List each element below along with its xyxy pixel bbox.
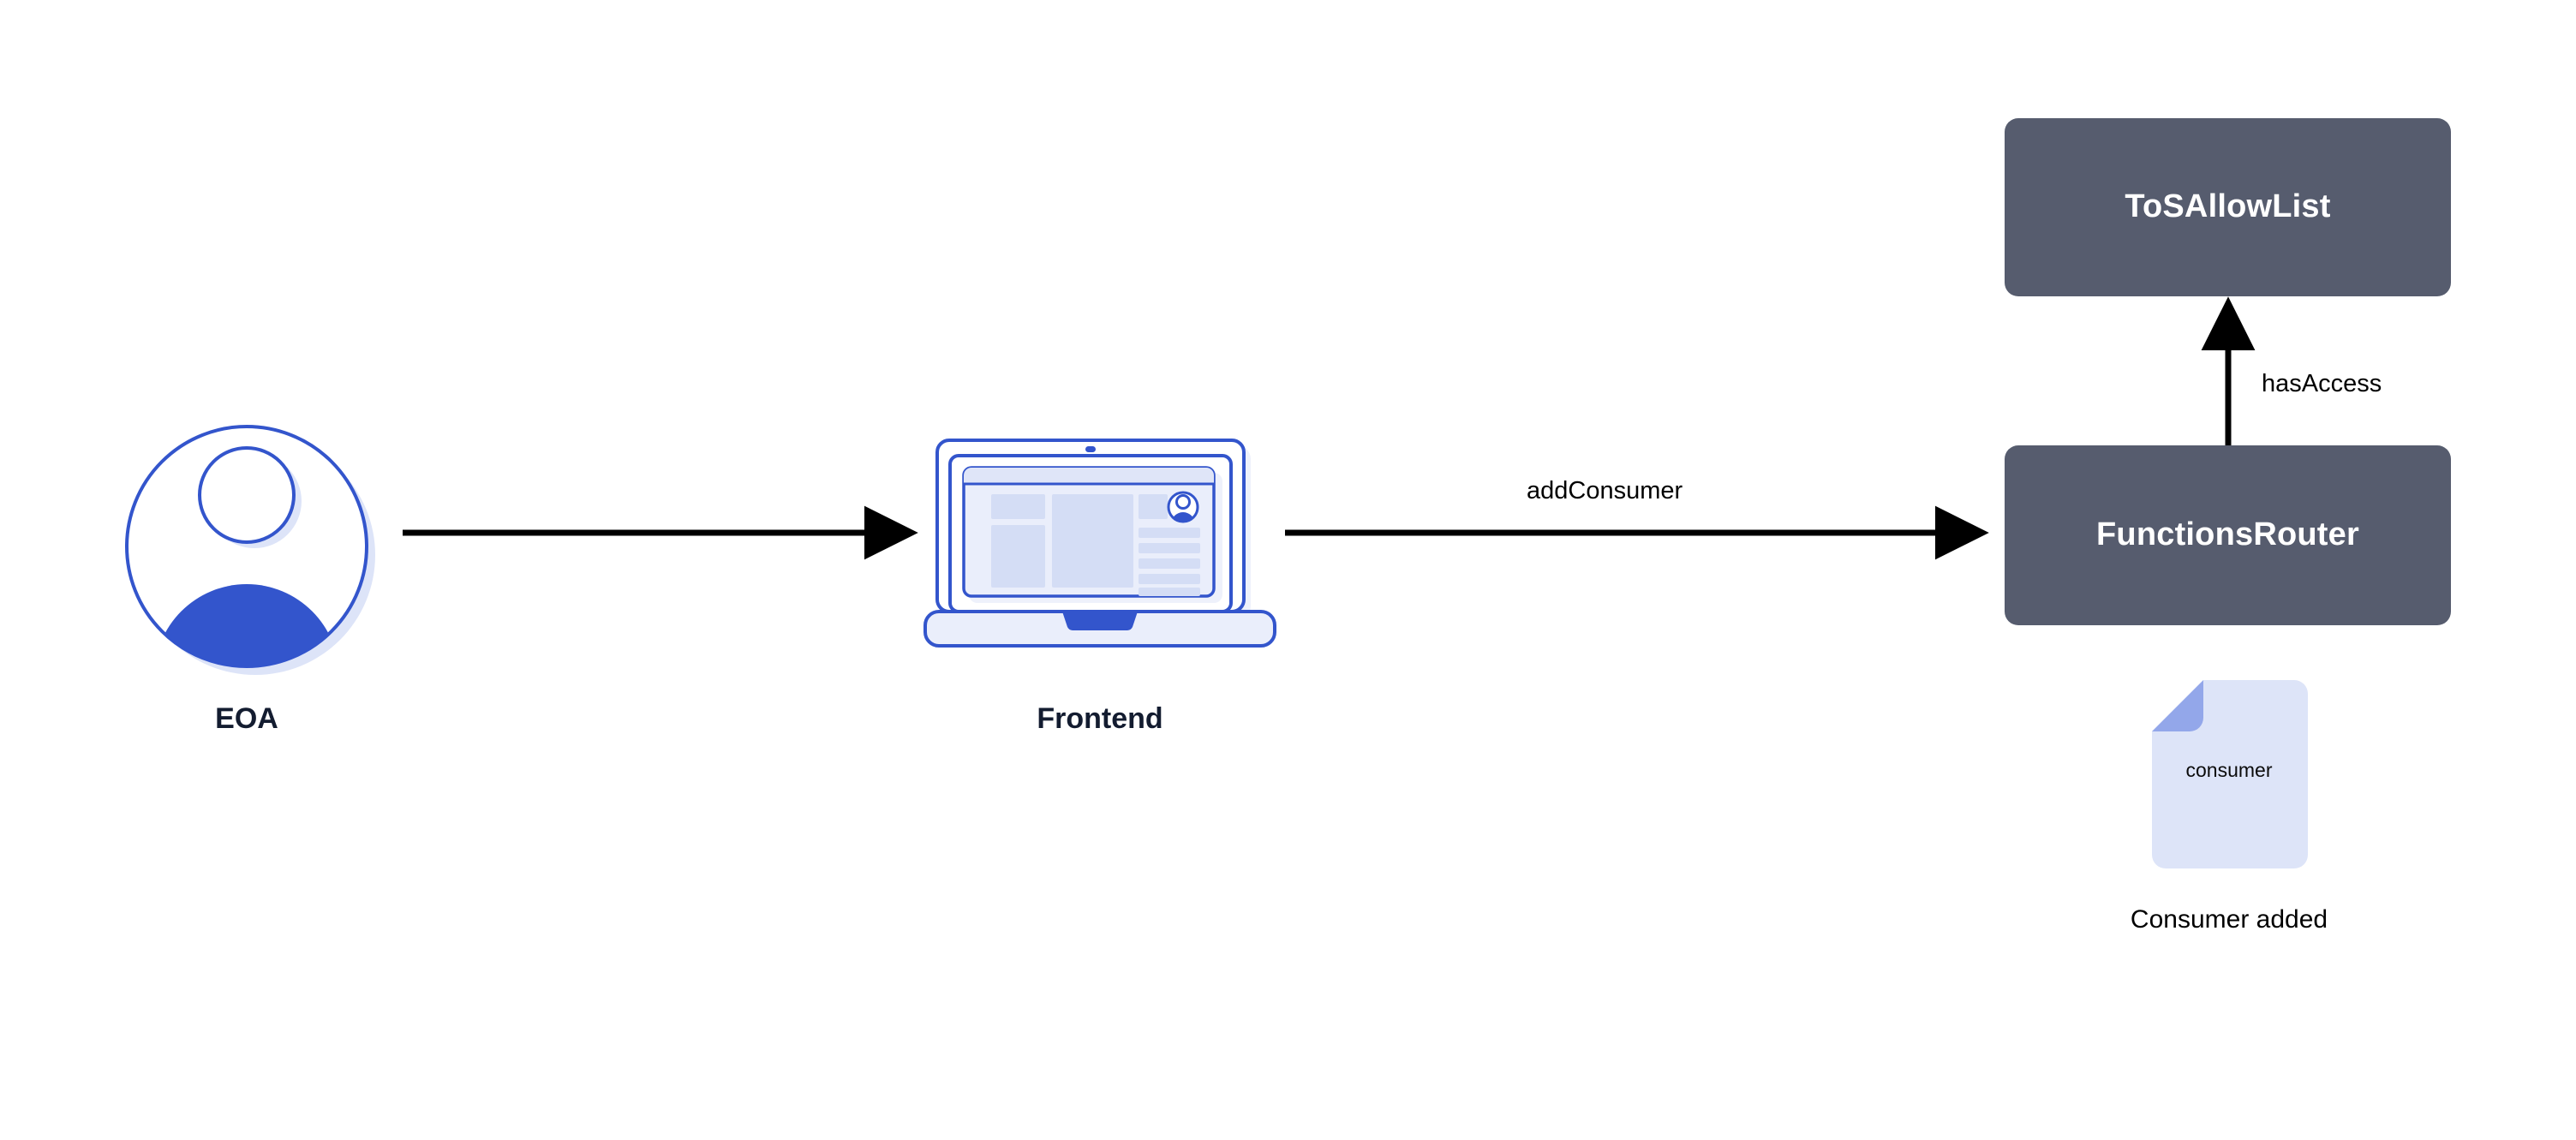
eoa-label: EOA [215,702,278,735]
consumer-doc-label: consumer [2185,759,2273,781]
laptop-icon [923,439,1276,648]
edge-label-has-access: hasAccess [2262,370,2382,397]
edge-label-add-consumer: addConsumer [1527,477,1683,504]
frontend-label: Frontend [1037,702,1163,735]
tos-allow-list-label: ToSAllowList [2125,188,2331,225]
functions-router-node[interactable]: FunctionsRouter [2005,445,2451,625]
user-avatar-icon [125,425,375,675]
functions-router-label: FunctionsRouter [2096,516,2359,553]
consumer-added-caption: Consumer added [2130,905,2328,934]
tos-allow-list-node[interactable]: ToSAllowList [2005,118,2451,296]
